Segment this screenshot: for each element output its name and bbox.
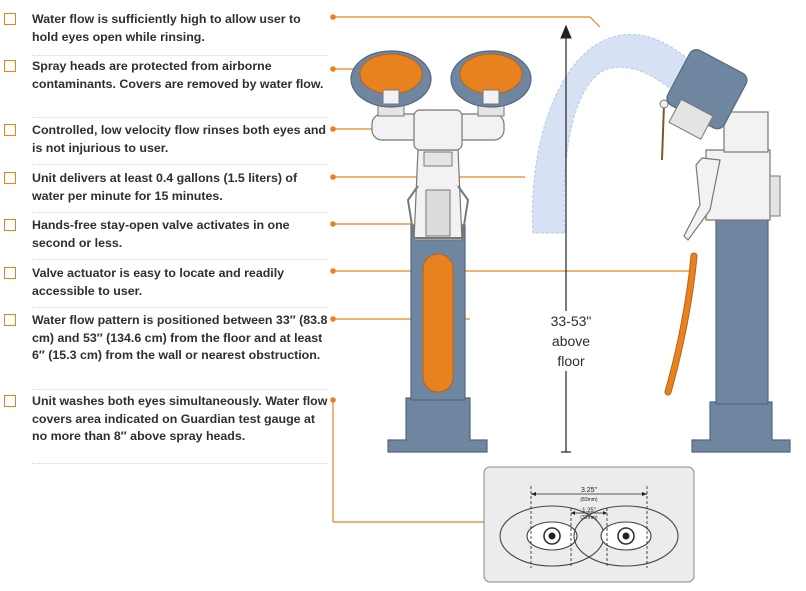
gauge-inner-mm: (32mm) [580,515,598,521]
checklist-text: Unit washes both eyes simultaneously. Wa… [32,394,328,444]
checklist-text: Water flow pattern is positioned between… [32,313,328,363]
leader-line [589,16,601,28]
gauge-inner-label: 1.25" [582,508,596,514]
divider [32,55,328,56]
checkbox-icon [4,395,16,407]
checklist-text: Spray heads are protected from airborne … [32,59,324,91]
checkbox-icon [4,314,16,326]
front-view-unit [350,50,532,453]
divider [32,307,328,308]
height-label-line: above [551,333,591,349]
height-dimension [560,24,572,453]
checkbox-icon [4,13,16,25]
leader-dot [330,126,336,132]
side-view-unit [659,49,791,453]
height-label-line: floor [557,353,585,369]
gauge-outer-label: 3.25" [581,487,598,494]
leader-dot [330,397,336,403]
divider [32,259,328,260]
leader-dot [330,66,336,72]
height-label: 33-53" above floor [536,311,606,371]
divider [32,212,328,213]
divider [32,463,328,464]
right-eye-outline [573,505,679,567]
leader-dot [330,268,336,274]
water-stream [531,34,693,234]
test-gauge-panel: 3.25" (83mm) 1.25" (32mm) [483,466,695,583]
checklist-text: Controlled, low velocity flow rinses bot… [32,123,326,155]
checklist-text: Hands-free stay-open valve activates in … [32,218,290,250]
leader-dot [330,316,336,322]
checklist-text: Valve actuator is easy to locate and rea… [32,266,285,298]
checkbox-icon [4,219,16,231]
checkbox-icon [4,172,16,184]
divider [32,164,328,165]
checkbox-icon [4,124,16,136]
leader-dot [330,14,336,20]
checklist-text: Unit delivers at least 0.4 gallons (1.5 … [32,171,298,203]
leader-dot [330,221,336,227]
gauge-outer-mm: (83mm) [580,497,598,503]
checkbox-icon [4,267,16,279]
checkbox-icon [4,60,16,72]
divider [32,117,328,118]
leader-dot [330,174,336,180]
height-label-line: 33-53" [550,313,592,329]
divider [32,389,328,390]
checklist-text: Water flow is sufficiently high to allow… [32,12,301,44]
